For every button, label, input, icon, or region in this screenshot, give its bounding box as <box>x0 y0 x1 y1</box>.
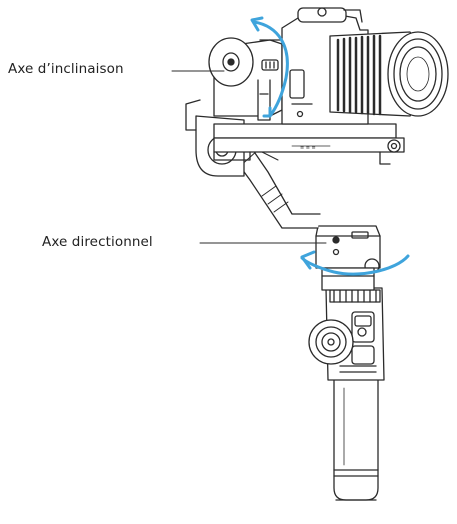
baseplate: ≡ ≡ ≡ <box>213 123 405 165</box>
tilt-axis-label: Axe d’inclinaison <box>8 61 124 77</box>
tilt-rotation-arrow-icon <box>250 16 289 118</box>
pan-motor <box>315 225 381 291</box>
joystick-dial <box>308 319 354 365</box>
pan-axis-label: Axe directionnel <box>42 234 153 250</box>
grip-handle <box>333 377 379 501</box>
pan-rotation-arrow-icon <box>300 250 410 276</box>
tilt-motor <box>208 37 283 121</box>
svg-text:≡ ≡ ≡: ≡ ≡ ≡ <box>300 145 316 151</box>
camera-lens <box>329 31 449 117</box>
